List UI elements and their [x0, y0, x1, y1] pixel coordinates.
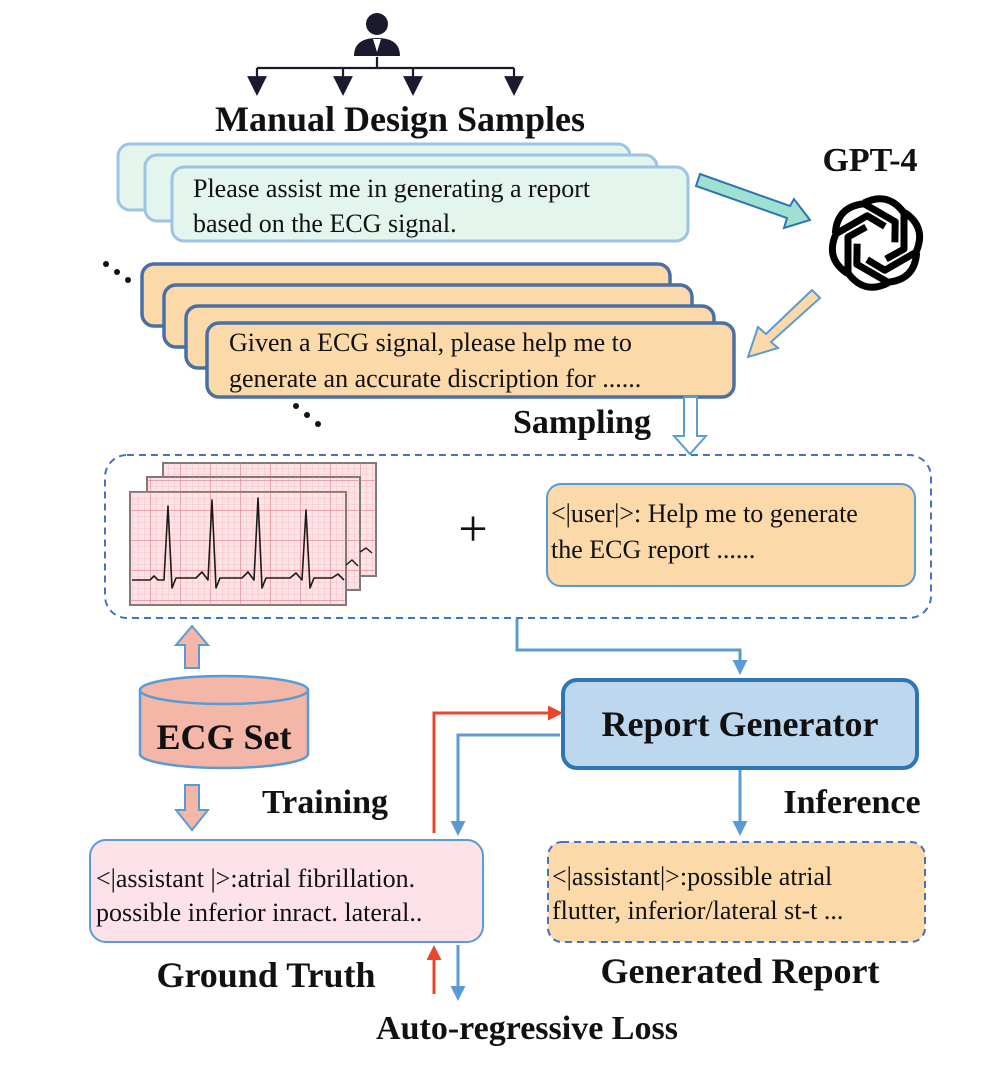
- ellipsis-bottom-icon: [293, 403, 321, 427]
- openai-logo-icon: [828, 195, 924, 291]
- ecg-set-label: ECG Set: [157, 717, 292, 757]
- generated-report-line2: flutter, inferior/lateral st-t ...: [552, 896, 843, 925]
- arrow-manual-to-gpt4: [694, 172, 812, 230]
- sampling-label: Sampling: [513, 404, 651, 441]
- ecg-image-stack: [129, 462, 377, 606]
- arrow-gpt4-to-samples: [746, 288, 822, 359]
- report-generator-label: Report Generator: [602, 704, 879, 744]
- manual-sample-line1: Please assist me in generating a report: [193, 174, 591, 203]
- generated-report-label: Generated Report: [601, 951, 880, 991]
- ecg-set-database-icon: [138, 674, 310, 770]
- ground-truth-line1: <|assistant |>:atrial fibrillation.: [96, 864, 415, 893]
- generated-report-box: [547, 841, 926, 943]
- ground-truth-box: [89, 839, 484, 943]
- training-label: Training: [262, 784, 388, 821]
- gpt-sample-line2: generate an accurate discription for ...…: [229, 364, 641, 393]
- ground-truth-label: Ground Truth: [156, 955, 375, 995]
- manual-sample-line2: based on the ECG signal.: [193, 209, 457, 238]
- person-tree-connector: [247, 57, 524, 96]
- report-generator-box: [561, 678, 919, 770]
- user-prompt-line1: <|user|>: Help me to generate: [551, 499, 858, 528]
- arrow-red-to-generator: [432, 705, 563, 833]
- gpt-sample-stack: [140, 262, 736, 399]
- ellipsis-top-icon: [103, 261, 131, 283]
- person-icon: [354, 13, 400, 56]
- inference-label: Inference: [783, 784, 920, 821]
- gpt4-label: GPT-4: [822, 142, 917, 179]
- generated-report-line1: <|assistant|>:possible atrial: [552, 862, 832, 891]
- auto-regressive-loss-label: Auto-regressive Loss: [376, 1010, 678, 1047]
- arrow-container-to-generator: [515, 619, 748, 675]
- input-dashed-container: [104, 454, 932, 619]
- user-prompt-box: [546, 483, 916, 587]
- manual-sample-stack: [116, 142, 690, 243]
- arrow-blue-to-ground-truth: [450, 733, 560, 836]
- ground-truth-line2: possible inferior inract. lateral..: [96, 898, 422, 927]
- arrow-ecg-set-up: [173, 624, 211, 669]
- user-prompt-line2: the ECG report ......: [551, 535, 755, 564]
- arrow-ecg-set-down: [173, 784, 211, 832]
- gpt-sample-line1: Given a ECG signal, please help me to: [229, 328, 632, 357]
- plus-sign: +: [458, 501, 487, 558]
- manual-design-samples-title: Manual Design Samples: [215, 99, 585, 139]
- arrow-sampling-down: [671, 396, 709, 456]
